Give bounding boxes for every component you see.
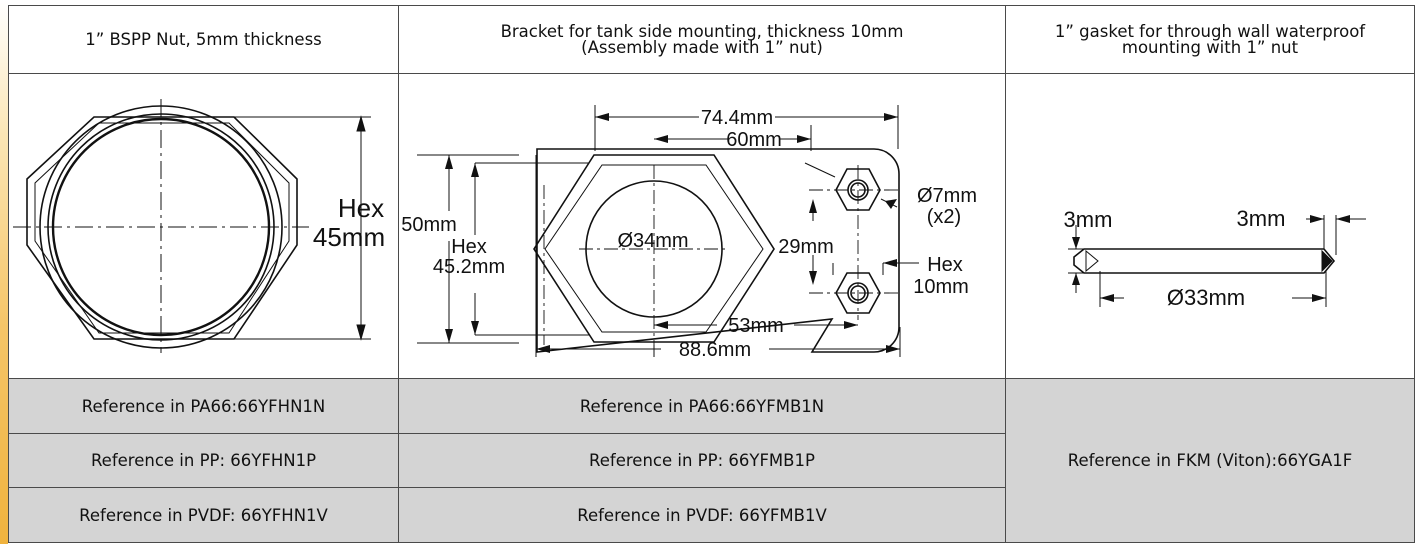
- ref-nut-pvdf: Reference in PVDF: 66YFHN1V: [8, 487, 399, 543]
- header-row: 1” BSPP Nut, 5mm thickness Bracket for t…: [8, 4, 1415, 75]
- dim-height: 50mm: [401, 214, 457, 236]
- bracket-hex-outer: [533, 154, 775, 344]
- gasket-diameter: Ø33mm: [1167, 285, 1245, 310]
- left-edge-accent: [0, 0, 8, 544]
- gasket-thickness-left: 3mm: [1064, 207, 1113, 232]
- dim-center-to-hole: 53mm: [728, 315, 784, 337]
- reference-row: Reference in PP: 66YFHN1P Reference in P…: [8, 432, 1415, 489]
- gasket-profile: [1073, 248, 1336, 275]
- ref-nut-pa66: Reference in PA66:66YFHN1N: [8, 378, 399, 434]
- header-bracket-line1: Bracket for tank side mounting, thicknes…: [500, 21, 904, 41]
- dim-small-hex-value: 10mm: [913, 276, 969, 298]
- header-gasket-line2: mounting with 1” nut: [1121, 37, 1299, 57]
- dim-hole-spacing: 29mm: [778, 236, 834, 258]
- header-nut: 1” BSPP Nut, 5mm thickness: [8, 4, 399, 75]
- bracket-drawing: 74.4mm 60mm 50mm Hex 45.2mm Ø34mm Ø7mm (…: [401, 105, 977, 358]
- dim-overall-length: 88.6mm: [679, 339, 751, 357]
- bracket-drawing-cell: 74.4mm 60mm 50mm Hex 45.2mm Ø34mm Ø7mm (…: [398, 73, 1006, 380]
- dim-hole-dia: Ø7mm: [917, 185, 977, 207]
- header-bracket: Bracket for tank side mounting, thicknes…: [398, 4, 1006, 75]
- nut-hex-label: Hex: [338, 193, 384, 223]
- ref-nut-pp: Reference in PP: 66YFHN1P: [8, 432, 399, 489]
- reference-row: Reference in PVDF: 66YFHN1V Reference in…: [8, 487, 1415, 543]
- dim-overall-top: 74.4mm: [701, 107, 773, 129]
- dim-hex-value: 45.2mm: [433, 256, 505, 278]
- gasket-drawing-cell: 3mm 3mm Ø33mm: [1005, 73, 1415, 380]
- dim-inner-top: 60mm: [726, 129, 782, 151]
- nut-hex-value: 45mm: [313, 222, 385, 252]
- reference-row: Reference in PA66:66YFHN1N Reference in …: [8, 378, 1415, 543]
- dim-small-hex-label: Hex: [927, 254, 963, 276]
- ref-bracket-pp: Reference in PP: 66YFMB1P: [398, 432, 1006, 489]
- drawing-row: Hex 45mm: [8, 73, 1415, 380]
- gasket-thickness-right: 3mm: [1237, 206, 1286, 231]
- dim-bore: Ø34mm: [617, 230, 688, 252]
- bracket-plate-outline: [536, 148, 900, 354]
- nut-drawing-cell: Hex 45mm: [8, 73, 399, 380]
- nut-drawing: Hex 45mm: [13, 99, 385, 354]
- ref-bracket-pa66: Reference in PA66:66YFMB1N: [398, 378, 1006, 434]
- ref-bracket-pvdf: Reference in PVDF: 66YFMB1V: [398, 487, 1006, 543]
- ref-gasket-fkm: Reference in FKM (Viton):66YGA1F: [1005, 378, 1415, 543]
- spec-table: 1” BSPP Nut, 5mm thickness Bracket for t…: [8, 4, 1415, 543]
- header-gasket-line1: 1” gasket for through wall waterproof: [1054, 21, 1366, 41]
- header-gasket: 1” gasket for through wall waterproof mo…: [1005, 4, 1415, 75]
- gasket-drawing: 3mm 3mm Ø33mm: [1064, 206, 1366, 310]
- header-bracket-line2: (Assembly made with 1” nut): [581, 37, 823, 57]
- dim-hex-label: Hex: [451, 236, 487, 258]
- dim-hole-count: (x2): [927, 206, 961, 228]
